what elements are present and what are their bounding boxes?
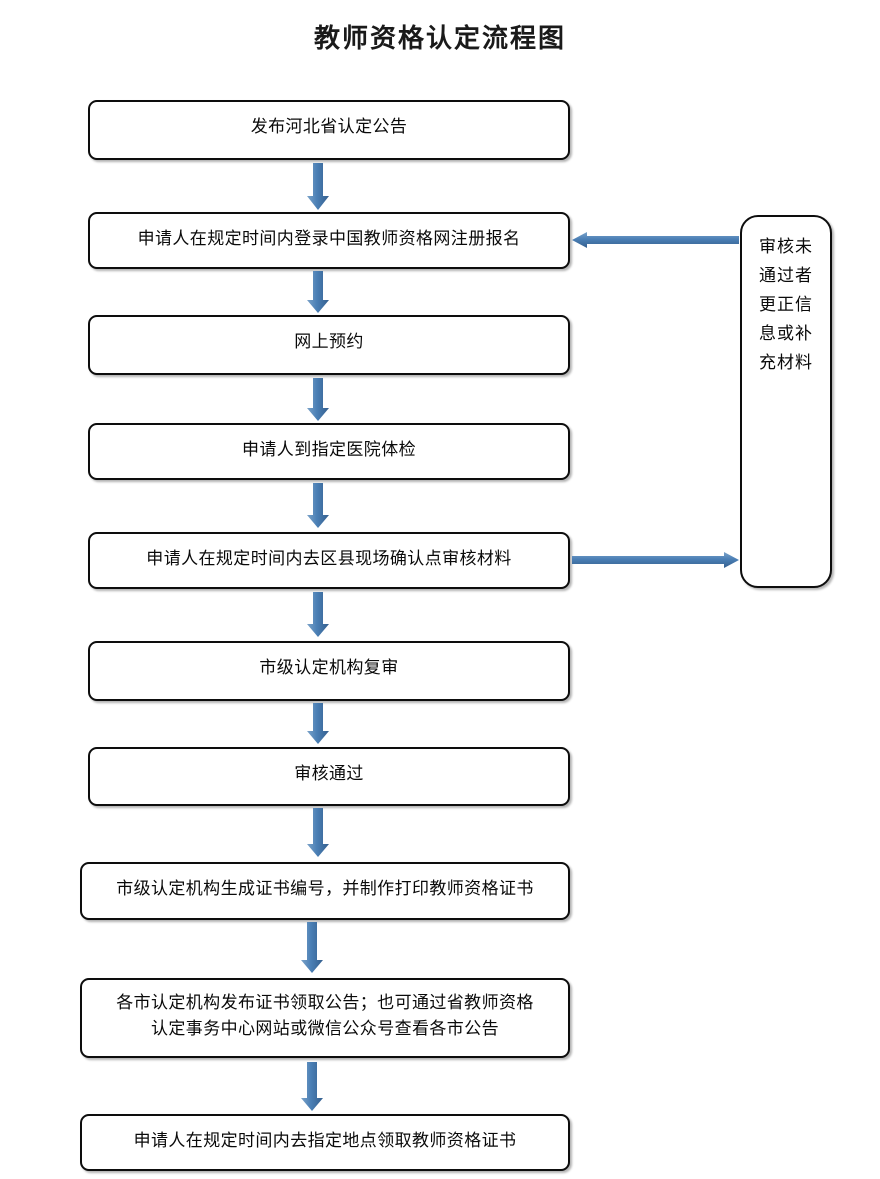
flow-node-8-label: 市级认定机构生成证书编号，并制作打印教师资格证书 bbox=[116, 879, 534, 899]
flow-node-rework-label: 审核未 通过者 更正信 息或补 充材料 bbox=[759, 237, 813, 373]
flow-node-10[interactable]: 申请人在规定时间内去指定地点领取教师资格证书 bbox=[80, 1114, 570, 1171]
flow-node-3-label: 网上预约 bbox=[294, 332, 364, 352]
flow-node-1-label: 发布河北省认定公告 bbox=[250, 117, 408, 137]
arrow-down-3-to-4 bbox=[306, 378, 330, 422]
arrow-down-2-to-3 bbox=[306, 271, 330, 314]
flow-node-9-label: 各市认定机构发布证书领取公告；也可通过省教师资格 认定事务中心网站或微信公众号查… bbox=[116, 993, 534, 1039]
flow-node-6-label: 市级认定机构复审 bbox=[259, 658, 399, 678]
flow-node-1[interactable]: 发布河北省认定公告 bbox=[88, 100, 570, 160]
flow-node-2[interactable]: 申请人在规定时间内登录中国教师资格网注册报名 bbox=[88, 212, 570, 269]
page-title: 教师资格认定流程图 bbox=[313, 24, 566, 54]
flow-node-7-label: 审核通过 bbox=[294, 764, 364, 784]
arrow-down-5-to-6 bbox=[306, 592, 330, 638]
flow-node-5[interactable]: 申请人在规定时间内去区县现场确认点审核材料 bbox=[88, 532, 570, 589]
flow-node-2-label: 申请人在规定时间内登录中国教师资格网注册报名 bbox=[137, 229, 521, 249]
flow-node-8[interactable]: 市级认定机构生成证书编号，并制作打印教师资格证书 bbox=[80, 862, 570, 920]
arrow-down-8-to-9 bbox=[300, 922, 324, 974]
arrow-down-1-to-2 bbox=[306, 163, 330, 211]
flow-node-6[interactable]: 市级认定机构复审 bbox=[88, 641, 570, 701]
flow-node-10-label: 申请人在规定时间内去指定地点领取教师资格证书 bbox=[133, 1131, 517, 1151]
flow-node-4[interactable]: 申请人到指定医院体检 bbox=[88, 423, 570, 480]
arrow-down-9-to-10 bbox=[300, 1062, 324, 1112]
flow-node-4-label: 申请人到指定医院体检 bbox=[242, 440, 416, 460]
arrow-down-7-to-8 bbox=[306, 808, 330, 858]
flow-node-9[interactable]: 各市认定机构发布证书领取公告；也可通过省教师资格 认定事务中心网站或微信公众号查… bbox=[80, 978, 570, 1058]
flow-node-5-label: 申请人在规定时间内去区县现场确认点审核材料 bbox=[146, 549, 512, 569]
arrow-left-rework-to-2 bbox=[572, 228, 740, 252]
arrow-right-5-to-rework bbox=[572, 548, 740, 572]
flow-node-7[interactable]: 审核通过 bbox=[88, 747, 570, 806]
flow-node-rework[interactable]: 审核未 通过者 更正信 息或补 充材料 bbox=[740, 215, 832, 588]
arrow-down-6-to-7 bbox=[306, 703, 330, 745]
arrow-down-4-to-5 bbox=[306, 483, 330, 529]
flow-node-3[interactable]: 网上预约 bbox=[88, 315, 570, 375]
